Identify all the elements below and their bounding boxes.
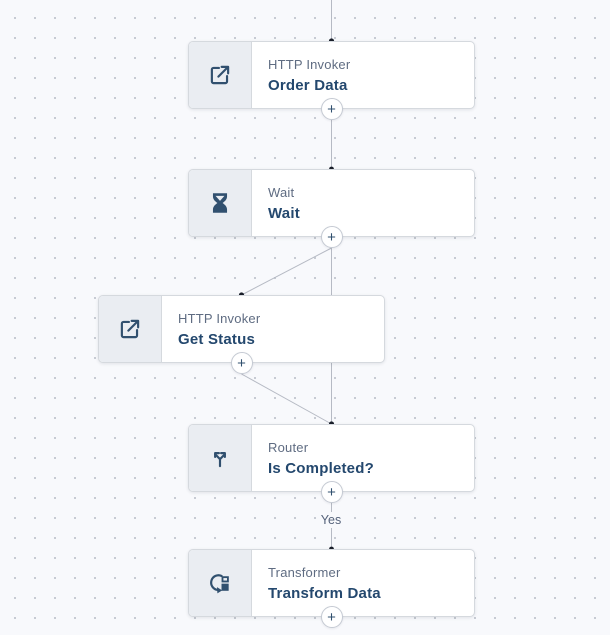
- node-type-label: Transformer: [268, 564, 341, 580]
- node-icon-box: [99, 296, 162, 362]
- add-step-button[interactable]: +: [230, 352, 253, 374]
- node-transform-data[interactable]: Transformer Transform Data +: [188, 549, 475, 628]
- edge-getstatus-to-router: [241, 373, 332, 425]
- node-icon-box: [189, 170, 252, 236]
- node-name: Is Completed?: [268, 459, 374, 477]
- add-step-button[interactable]: +: [320, 226, 343, 248]
- node-order-data[interactable]: HTTP Invoker Order Data +: [188, 41, 475, 120]
- edge-wait-to-getstatus: [241, 247, 332, 296]
- node-get-status[interactable]: HTTP Invoker Get Status +: [98, 295, 385, 374]
- node-icon-box: [189, 425, 252, 491]
- branch-icon: [214, 452, 226, 468]
- node-name: Order Data: [268, 76, 348, 94]
- edge-label-yes: Yes: [316, 512, 346, 528]
- node-icon-box: [189, 42, 252, 108]
- add-step-button[interactable]: +: [320, 481, 343, 503]
- add-step-button[interactable]: +: [320, 98, 343, 120]
- add-step-button[interactable]: +: [320, 606, 343, 628]
- node-type-label: Router: [268, 439, 309, 455]
- transform-icon: [210, 574, 229, 594]
- node-type-label: HTTP Invoker: [268, 56, 351, 72]
- hourglass-icon: [212, 193, 228, 213]
- node-type-label: HTTP Invoker: [178, 310, 261, 326]
- external-link-icon: [210, 65, 230, 85]
- node-name: Get Status: [178, 330, 256, 348]
- node-name: Wait: [268, 204, 300, 222]
- node-is-completed[interactable]: Router Is Completed? +: [188, 424, 475, 503]
- node-type-label: Wait: [268, 184, 295, 200]
- node-icon-box: [189, 550, 252, 616]
- external-link-icon: [120, 319, 140, 339]
- node-wait[interactable]: Wait Wait +: [188, 169, 475, 248]
- node-name: Transform Data: [268, 584, 381, 602]
